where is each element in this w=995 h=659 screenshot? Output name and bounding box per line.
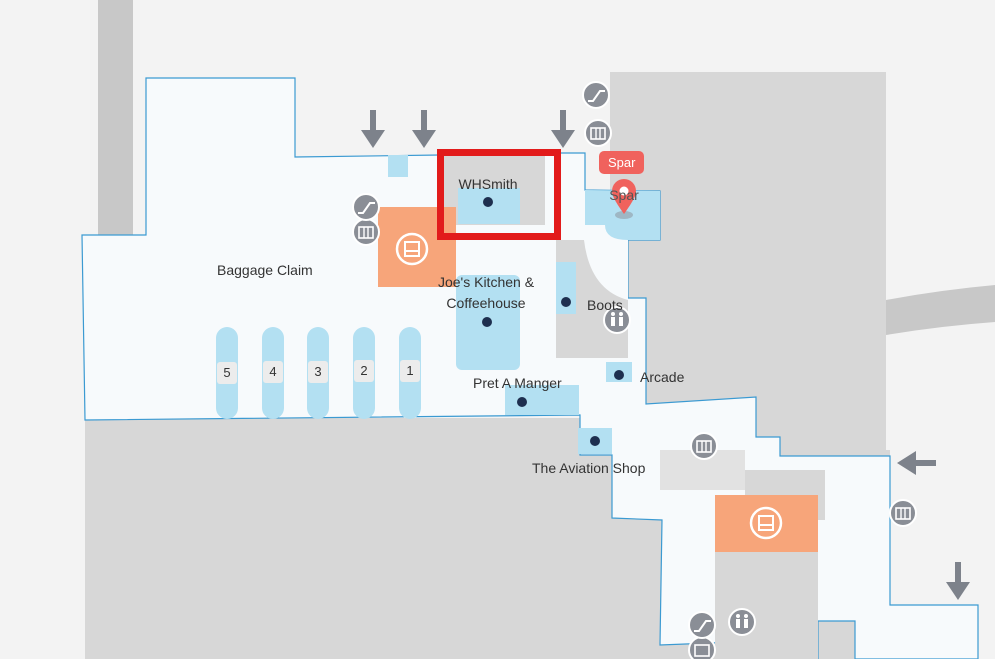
- location-pin-icon: [612, 179, 636, 219]
- belt-number-3: 3: [308, 361, 328, 383]
- entrance-arrow-icon: [412, 110, 436, 148]
- lift-icon: [352, 218, 380, 246]
- inner-curve: [584, 240, 628, 300]
- restroom-icon: [728, 608, 756, 636]
- belt-number-2: 2: [354, 360, 374, 382]
- shop-top-small: [388, 155, 408, 177]
- belt-number-5: 5: [217, 362, 237, 384]
- label-joes-kitchen[interactable]: Joe's Kitchen & Coffeehouse: [437, 274, 535, 311]
- label-arcade[interactable]: Arcade: [640, 369, 685, 385]
- poi-dot-arcade[interactable]: [614, 370, 624, 380]
- lift-icon: [690, 432, 718, 460]
- entrance-arrow-icon: [361, 110, 385, 148]
- corridor-left: [98, 0, 133, 240]
- corridor-right: [886, 285, 995, 335]
- service-desk-icon: [395, 232, 429, 266]
- entrance-arrow-icon: [897, 451, 936, 475]
- label-boots[interactable]: Boots: [587, 297, 623, 313]
- belt-number-1: 1: [400, 360, 420, 382]
- belt-number-4: 4: [263, 361, 283, 383]
- restroom-icon: [603, 306, 631, 334]
- escalator-icon: [352, 193, 380, 221]
- selected-poi-tooltip[interactable]: Spar: [599, 151, 645, 174]
- highlight-box: [437, 149, 561, 240]
- escalator-icon: [582, 81, 610, 109]
- label-spar[interactable]: Spar: [609, 187, 639, 203]
- block-bottom-left: [85, 418, 665, 659]
- label-baggage-claim: Baggage Claim: [217, 262, 313, 278]
- service-area-2: [715, 495, 818, 552]
- poi-dot-aviation-shop[interactable]: [590, 436, 600, 446]
- label-aviation-shop[interactable]: The Aviation Shop: [532, 460, 646, 476]
- poi-dot-whsmith[interactable]: [483, 197, 493, 207]
- lift-icon: [889, 499, 917, 527]
- lift-icon: [584, 119, 612, 147]
- label-pret[interactable]: Pret A Manger: [473, 375, 562, 391]
- lift-icon: [688, 636, 716, 659]
- poi-dot-pret[interactable]: [517, 397, 527, 407]
- escalator-icon: [688, 611, 716, 639]
- label-whsmith[interactable]: WHSmith: [458, 176, 518, 192]
- entrance-arrow-icon: [551, 110, 575, 148]
- entrance-arrow-icon: [946, 562, 970, 600]
- poi-dot-joes-kitchen[interactable]: [482, 317, 492, 327]
- inner-grey-2: [715, 550, 818, 659]
- poi-dot-boots[interactable]: [561, 297, 571, 307]
- service-desk-icon: [749, 506, 783, 540]
